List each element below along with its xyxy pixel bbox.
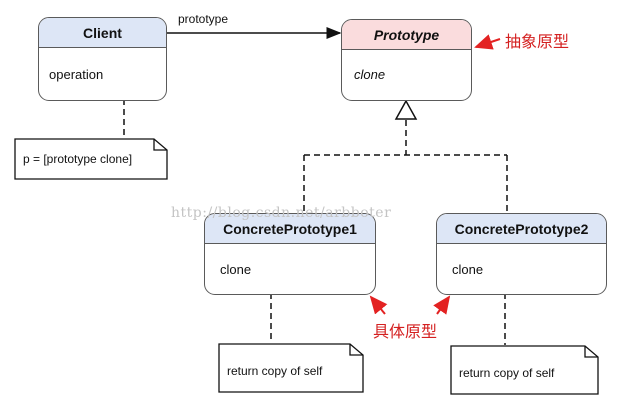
generalization-triangle (394, 99, 418, 120)
concrete-prototype1-title: ConcretePrototype1 (205, 214, 375, 244)
abstract-annotation-arrow (474, 34, 501, 50)
association-label: prototype (178, 12, 229, 26)
concrete-prototype2-operation: clone (452, 262, 484, 277)
concrete2-note: return copy of self (450, 345, 599, 395)
client-note: p = [prototype clone] (14, 138, 168, 180)
abstract-prototype-annotation: 抽象原型 (505, 34, 570, 51)
prototype-class-title: Prototype (342, 20, 471, 50)
client-note-text: p = [prototype clone] (23, 152, 133, 166)
concrete2-annotation-arrow (433, 295, 451, 315)
watermark: http://blog.csdn.net/arbboter (171, 205, 392, 221)
concrete-prototype1-class: ConcretePrototype1 clone (204, 213, 376, 295)
concrete1-note: return copy of self (218, 343, 364, 393)
client-operation: operation (49, 67, 104, 82)
concrete-prototype2-class: ConcretePrototype2 clone (436, 213, 607, 295)
client-class-title: Client (39, 18, 166, 48)
client-class: Client operation (38, 17, 167, 101)
inheritance-connector (303, 99, 508, 214)
concrete-prototype-annotation: 具体原型 (373, 324, 438, 341)
concrete-prototype2-title: ConcretePrototype2 (437, 214, 606, 244)
concrete2-note-text: return copy of self (459, 366, 555, 380)
concrete1-annotation-arrow (369, 295, 388, 315)
concrete-prototype1-operation: clone (220, 262, 252, 277)
prototype-class: Prototype clone (341, 19, 472, 101)
concrete1-note-text: return copy of self (227, 364, 323, 378)
prototype-operation: clone (354, 67, 386, 82)
